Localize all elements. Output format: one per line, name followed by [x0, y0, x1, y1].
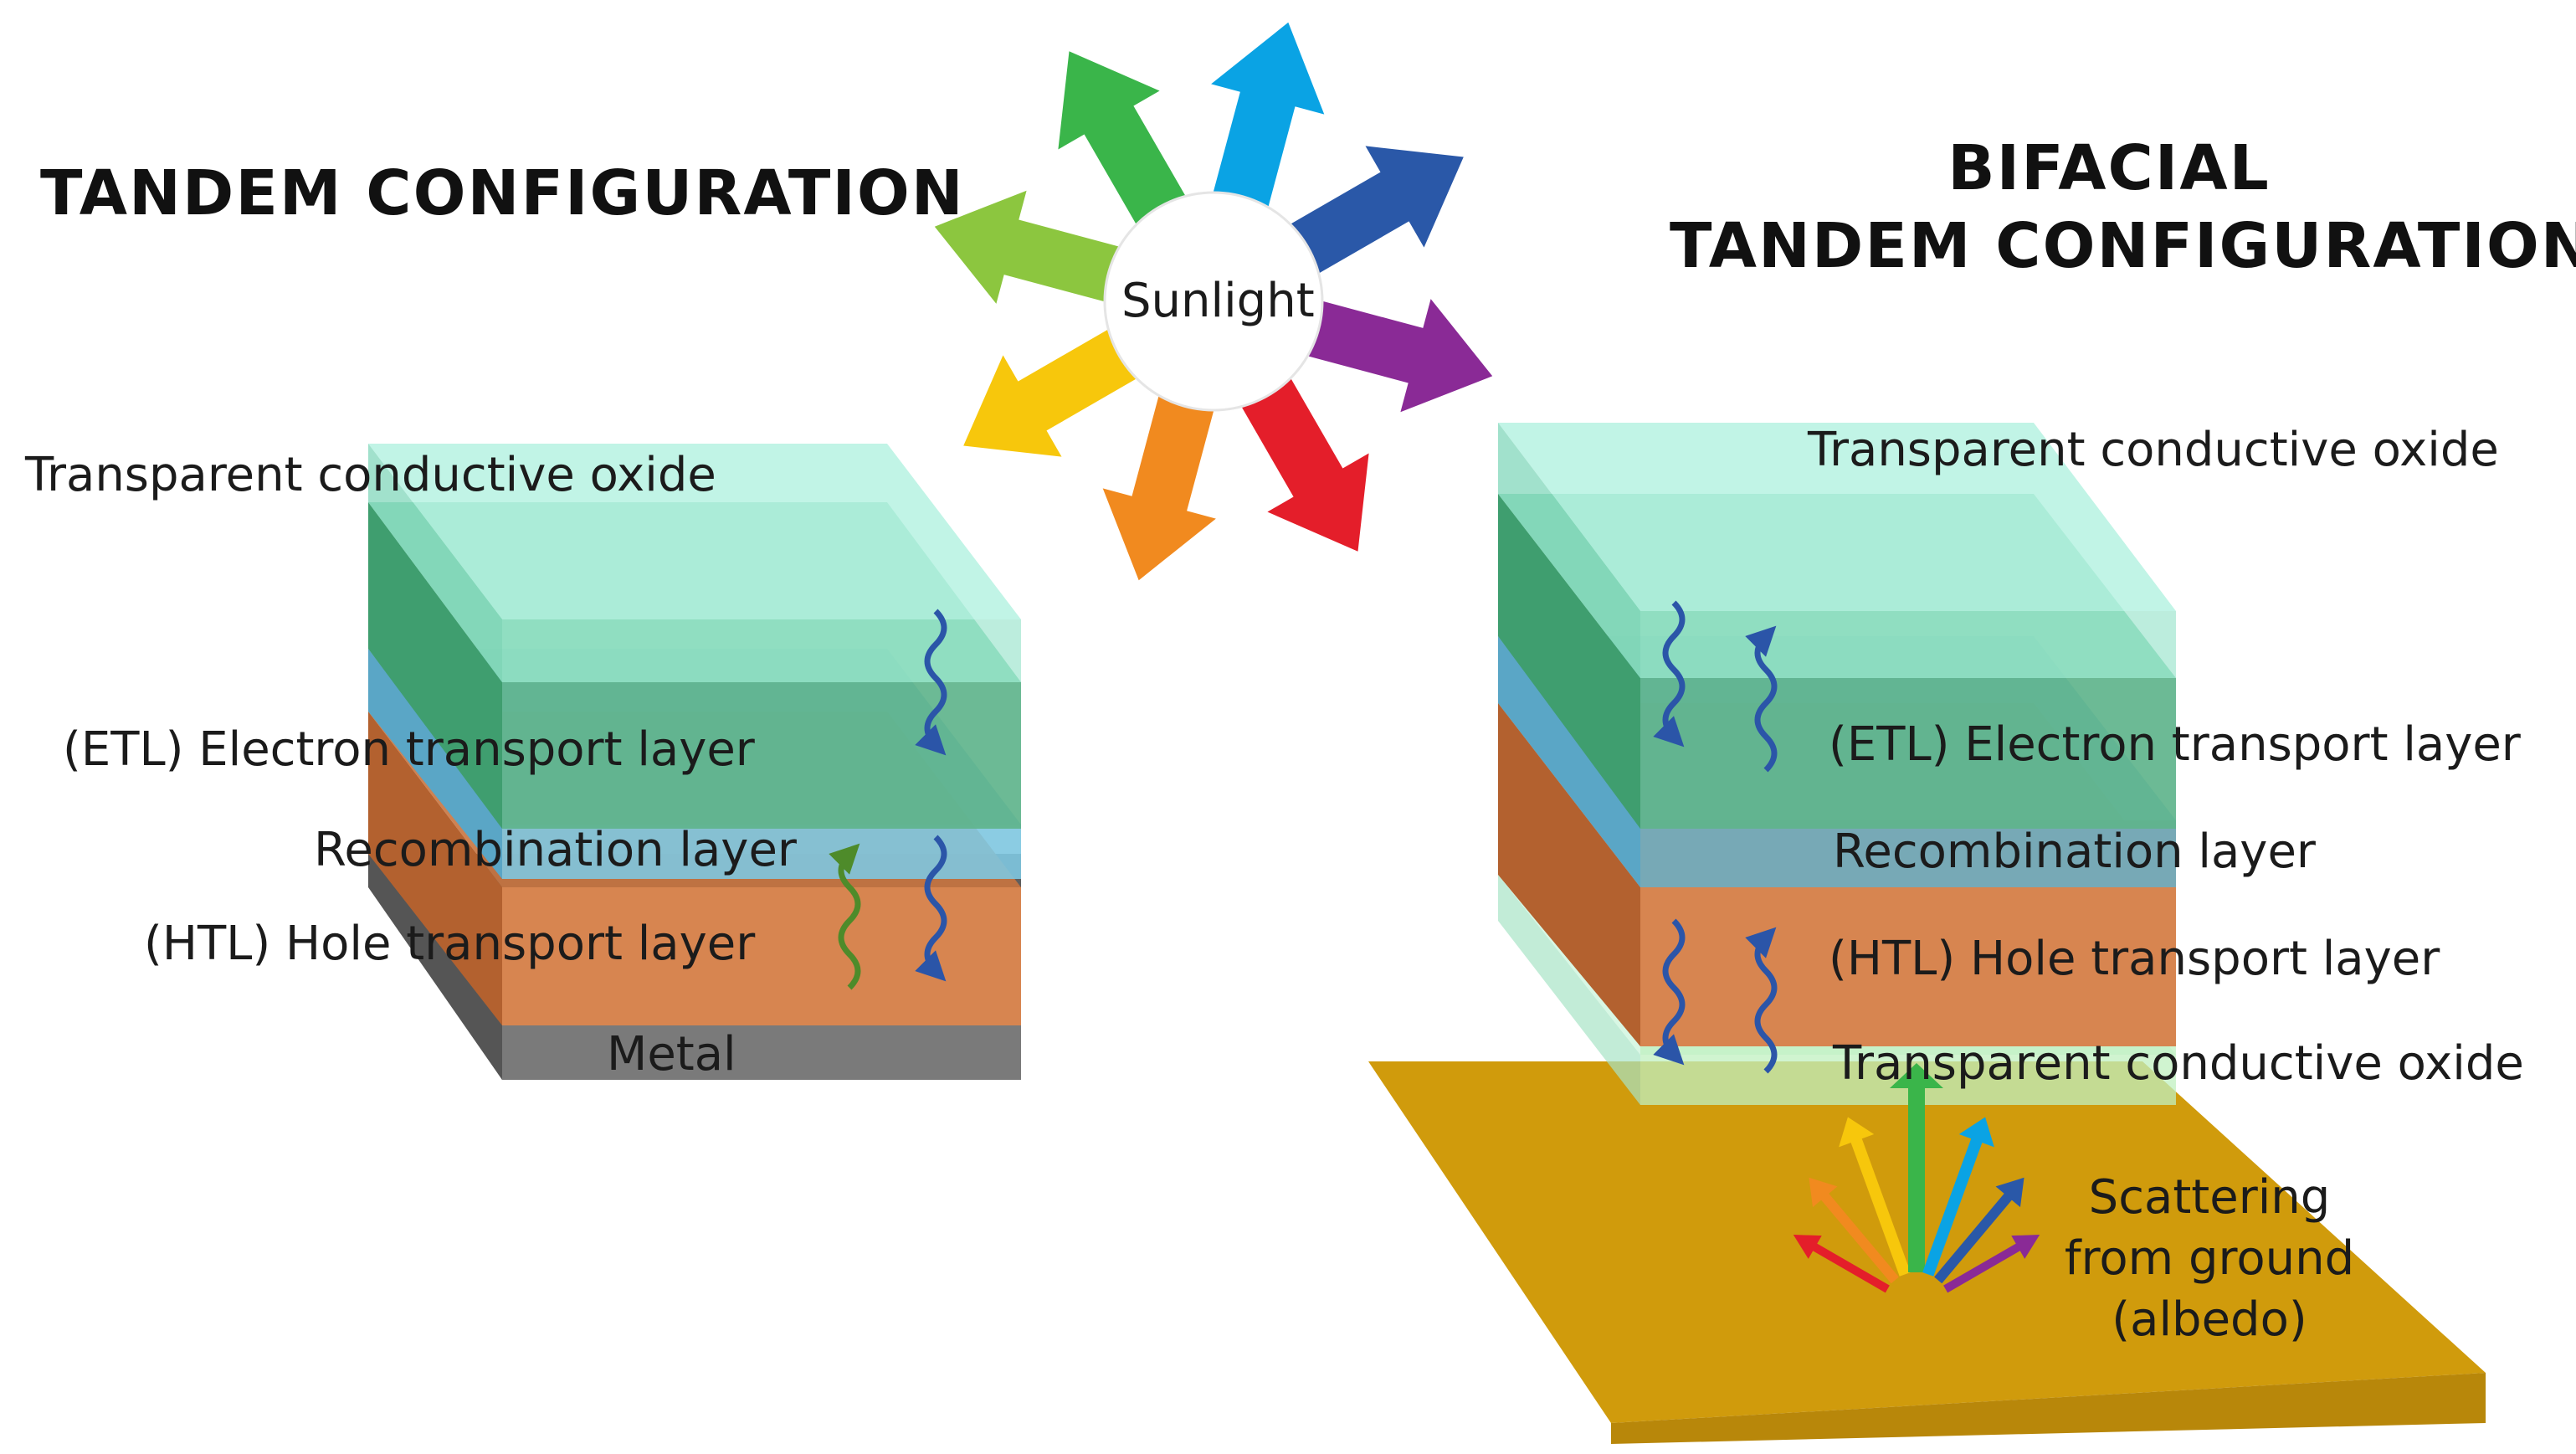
tandem-tco-label: Transparent conductive oxide	[25, 448, 716, 502]
electron-wavy-arrow	[915, 835, 947, 982]
sun-circle	[1103, 191, 1324, 412]
albedo-arrow-head	[1958, 1117, 1994, 1148]
hole-wavy-arrow	[1745, 927, 1778, 1074]
albedo-arrow-head	[2011, 1235, 2040, 1259]
electron-wavy-arrow	[1653, 600, 1686, 748]
sunlight-label: Sunlight	[1121, 274, 1315, 328]
bifacial-tco-top-label: Transparent conductive oxide	[1808, 423, 2499, 477]
tandem-htl-label: (HTL) Hole transport layer	[144, 917, 756, 971]
albedo-label-line1: Scattering	[2088, 1170, 2331, 1225]
hole-wavy-arrow	[1745, 625, 1778, 773]
sun-ray-arrow	[963, 326, 1142, 457]
tandem-metal-label: Metal	[607, 1027, 736, 1082]
albedo-label: Scattering from ground (albedo)	[2042, 1168, 2377, 1350]
albedo-arrow-head	[1793, 1235, 1822, 1259]
bifacial-stack	[1368, 423, 2486, 1444]
ground-plane	[1368, 1061, 2486, 1444]
sun-ray-arrow	[934, 190, 1124, 304]
albedo-arrow-shaft	[1922, 1132, 1985, 1277]
albedo-arrow-head	[1890, 1063, 1943, 1088]
albedo-arrow-shaft	[1848, 1132, 1911, 1277]
albedo-arrow-shaft	[1943, 1240, 2026, 1293]
tandem-stack	[368, 444, 1021, 1080]
albedo-arrow-fan	[1793, 1063, 2040, 1293]
tco-layer	[368, 444, 1021, 682]
bifacial-recombination-label: Recombination layer	[1833, 825, 2316, 879]
tandem-title: TANDEM CONFIGURATION	[40, 157, 965, 229]
albedo-arrow-head	[1995, 1177, 2024, 1208]
top-tco-layer	[1498, 423, 2176, 678]
bifacial-title-line2: TANDEM CONFIGURATION	[1670, 209, 2576, 282]
sun-ray-arrow	[1058, 51, 1188, 229]
sun-ray-arrow	[1102, 391, 1216, 581]
albedo-label-line3: (albedo)	[2112, 1292, 2307, 1347]
tandem-recombination-label: Recombination layer	[314, 823, 797, 877]
sun-ray-arrow	[1239, 373, 1369, 552]
electron-wavy-arrow	[915, 609, 947, 756]
bifacial-tco-bottom-label: Transparent conductive oxide	[1833, 1036, 2524, 1091]
bifacial-title-line1: BIFACIAL	[1947, 132, 2271, 204]
hole-wavy-arrow	[829, 843, 861, 990]
albedo-arrow-head	[1809, 1177, 1838, 1208]
electron-wavy-arrow	[1653, 918, 1686, 1066]
tandem-etl-label: (ETL) Electron transport layer	[63, 722, 755, 777]
sun-ray-arrow	[1285, 146, 1464, 276]
albedo-arrow-shaft	[1816, 1188, 1899, 1284]
bifacial-etl-label: (ETL) Electron transport layer	[1829, 717, 2521, 772]
albedo-arrow-shaft	[1807, 1240, 1890, 1293]
albedo-label-line2: from ground	[2064, 1231, 2355, 1286]
sun-ray-arrow	[1303, 299, 1493, 413]
bifacial-htl-label: (HTL) Hole transport layer	[1829, 932, 2440, 986]
sun	[934, 22, 1493, 581]
bifacial-title: BIFACIAL TANDEM CONFIGURATION	[1670, 130, 2576, 285]
albedo-arrow-shaft	[1934, 1188, 2017, 1284]
sun-ray-arrow	[1211, 22, 1325, 212]
albedo-arrow-head	[1839, 1117, 1875, 1148]
